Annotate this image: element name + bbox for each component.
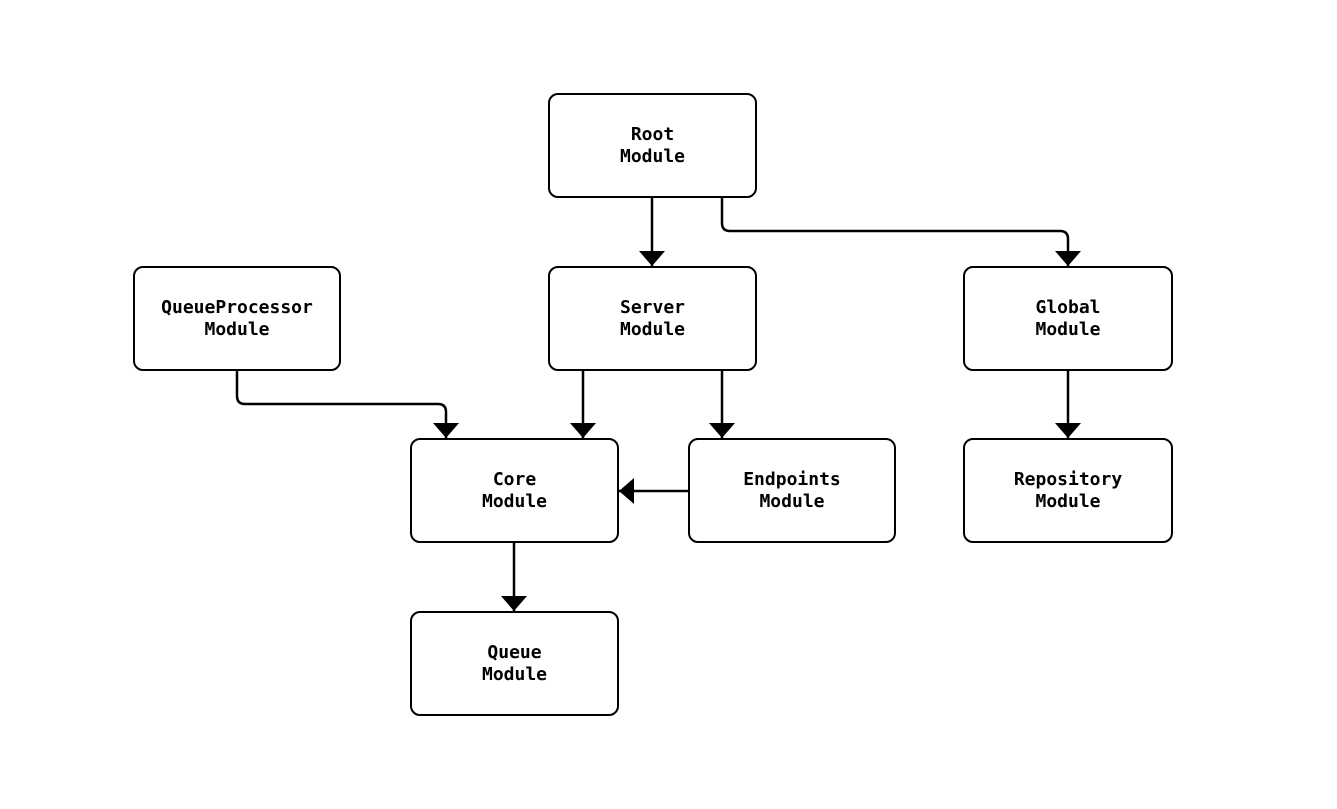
node-core: Core Module xyxy=(410,438,619,543)
edge-queueprocessor-core xyxy=(235,371,459,438)
edge-group xyxy=(235,198,1081,611)
node-global: Global Module xyxy=(963,266,1173,371)
node-server: Server Module xyxy=(548,266,757,371)
edge-root-global xyxy=(720,198,1081,266)
node-queueprocessor: QueueProcessor Module xyxy=(133,266,341,371)
node-repository: Repository Module xyxy=(963,438,1173,543)
node-label-global: Global Module xyxy=(1035,296,1101,340)
node-label-queue: Queue Module xyxy=(481,641,548,685)
node-queue: Queue Module xyxy=(410,611,619,716)
node-label-repository: Repository Module xyxy=(1013,468,1123,512)
node-label-server: Server Module xyxy=(619,296,686,340)
node-endpoints: Endpoints Module xyxy=(688,438,896,543)
node-label-root: Root Module xyxy=(619,123,686,167)
node-label-core: Core Module xyxy=(481,468,548,512)
node-label-endpoints: Endpoints Module xyxy=(743,468,841,512)
node-root: Root Module xyxy=(548,93,757,198)
node-label-queueprocessor: QueueProcessor Module xyxy=(161,296,313,340)
